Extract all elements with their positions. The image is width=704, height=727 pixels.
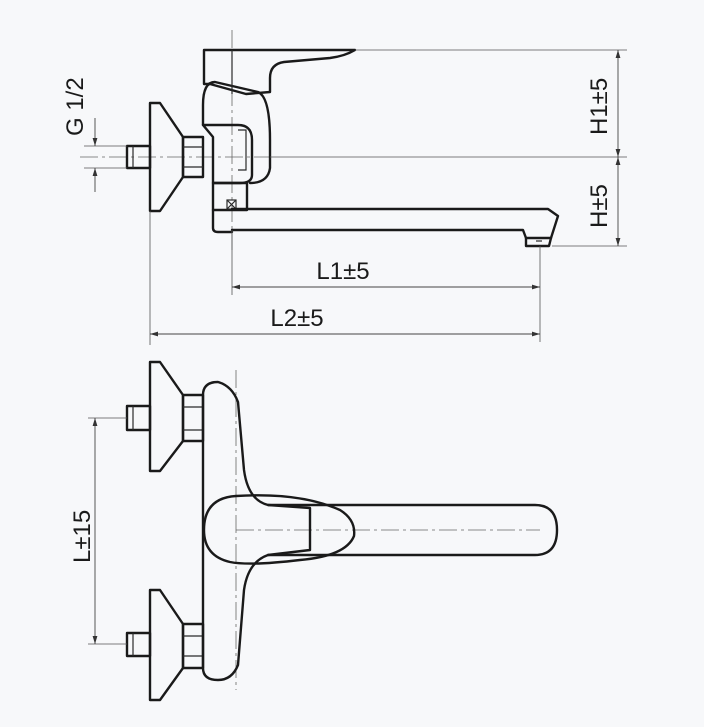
label-thread: G 1/2	[62, 77, 89, 136]
hex-nut-top	[181, 393, 205, 443]
label-h1: H1±5	[586, 78, 613, 135]
dimension-l: L±15	[69, 417, 127, 645]
dimension-h1: H1±5	[270, 49, 627, 158]
dimension-l1: L1±5	[231, 230, 541, 342]
lever-handle-side	[202, 48, 357, 96]
mixer-body-front	[201, 380, 312, 682]
wall-flange-top	[148, 360, 185, 473]
mixer-body-side	[201, 123, 254, 185]
label-l1: L1±5	[316, 258, 369, 285]
hex-nut-side	[181, 135, 205, 179]
dimension-thread: G 1/2	[62, 77, 127, 192]
inlet-pipe-top	[125, 404, 152, 432]
side-view: G 1/2 H1±5 H±5 L1±5 L2±5	[62, 30, 627, 345]
inlet-pipe-side	[125, 144, 152, 170]
dimension-h: H±5	[552, 157, 627, 247]
label-h: H±5	[586, 184, 613, 228]
label-l2: L2±5	[270, 305, 323, 332]
spout-side	[230, 207, 560, 240]
front-view: L±15	[69, 360, 559, 702]
spout-front	[266, 503, 559, 557]
label-l: L±15	[69, 510, 96, 563]
hex-nut-bottom	[181, 622, 205, 670]
wall-flange-bottom	[148, 588, 185, 702]
lever-handle-front	[202, 494, 356, 565]
dimension-l2: L2±5	[149, 211, 540, 345]
inlet-pipe-bottom	[125, 631, 152, 658]
